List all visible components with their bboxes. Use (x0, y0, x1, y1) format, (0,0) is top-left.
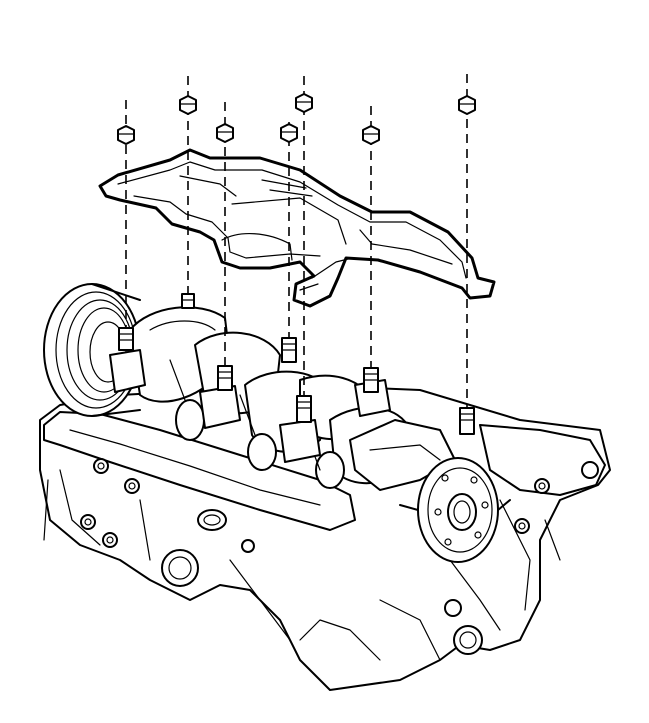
mounting-stud (217, 365, 233, 391)
mounting-stud (118, 327, 134, 351)
main-bearing-caps (109, 349, 391, 463)
baffle-nut-icon (117, 125, 135, 145)
flywheel-flange (399, 457, 511, 563)
mounting-stud (363, 367, 379, 393)
mounting-studs (118, 293, 475, 435)
mounting-stud (181, 293, 195, 309)
mounting-stud (281, 337, 297, 363)
baffle-nut-icon (280, 123, 298, 143)
oil-pan-baffle (98, 148, 496, 308)
baffle-nut-icon (216, 123, 234, 143)
baffle-nut-icon (295, 93, 313, 113)
baffle-nut-icon (179, 95, 197, 115)
mounting-stud (296, 395, 312, 423)
baffle-nut-icon (362, 125, 380, 145)
mounting-stud (459, 407, 475, 435)
baffle-nut-icon (458, 95, 476, 115)
baffle-nuts (117, 93, 476, 145)
